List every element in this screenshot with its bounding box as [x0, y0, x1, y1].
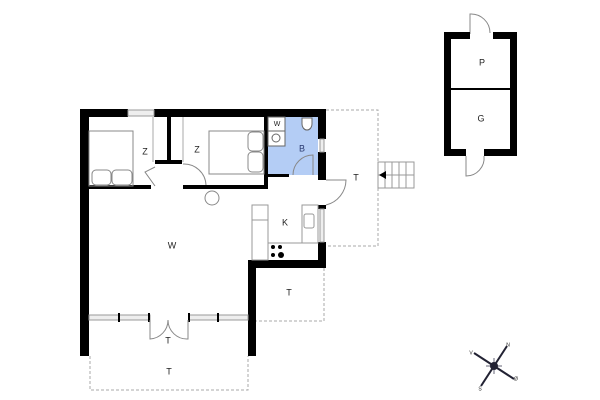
bath-fixtures	[267, 116, 313, 147]
window-mullions	[118, 313, 219, 322]
entry-arrow-icon	[379, 171, 386, 179]
compass-s: S	[478, 386, 482, 392]
doors	[144, 13, 491, 340]
room-label-kitchen: K	[282, 217, 288, 227]
room-label-living: W	[168, 240, 177, 250]
room-label-bedroom-right: Z	[194, 144, 200, 154]
room-label-bedroom-left: Z	[142, 146, 148, 156]
room-label-terrace-se: T	[286, 287, 292, 297]
compass-e: Ø	[514, 376, 518, 382]
room-label-terrace-south-outer: T	[166, 366, 172, 376]
annex-walls	[444, 32, 517, 156]
stove	[271, 245, 284, 258]
room-label-washer: W	[274, 121, 281, 128]
annex-label-top: P	[479, 57, 485, 67]
compass-w: V	[469, 350, 473, 356]
room-label-terrace-east: T	[353, 172, 359, 182]
annex-label-bottom: G	[477, 113, 484, 123]
room-label-bathroom: B	[299, 143, 305, 153]
compass-icon	[473, 345, 515, 387]
room-label-terrace-south-inner: T	[165, 335, 171, 345]
closets	[152, 117, 184, 162]
beds	[88, 130, 265, 187]
kitchen-fixtures	[251, 204, 319, 261]
compass-n: N	[506, 342, 510, 348]
main-walls	[80, 109, 326, 356]
